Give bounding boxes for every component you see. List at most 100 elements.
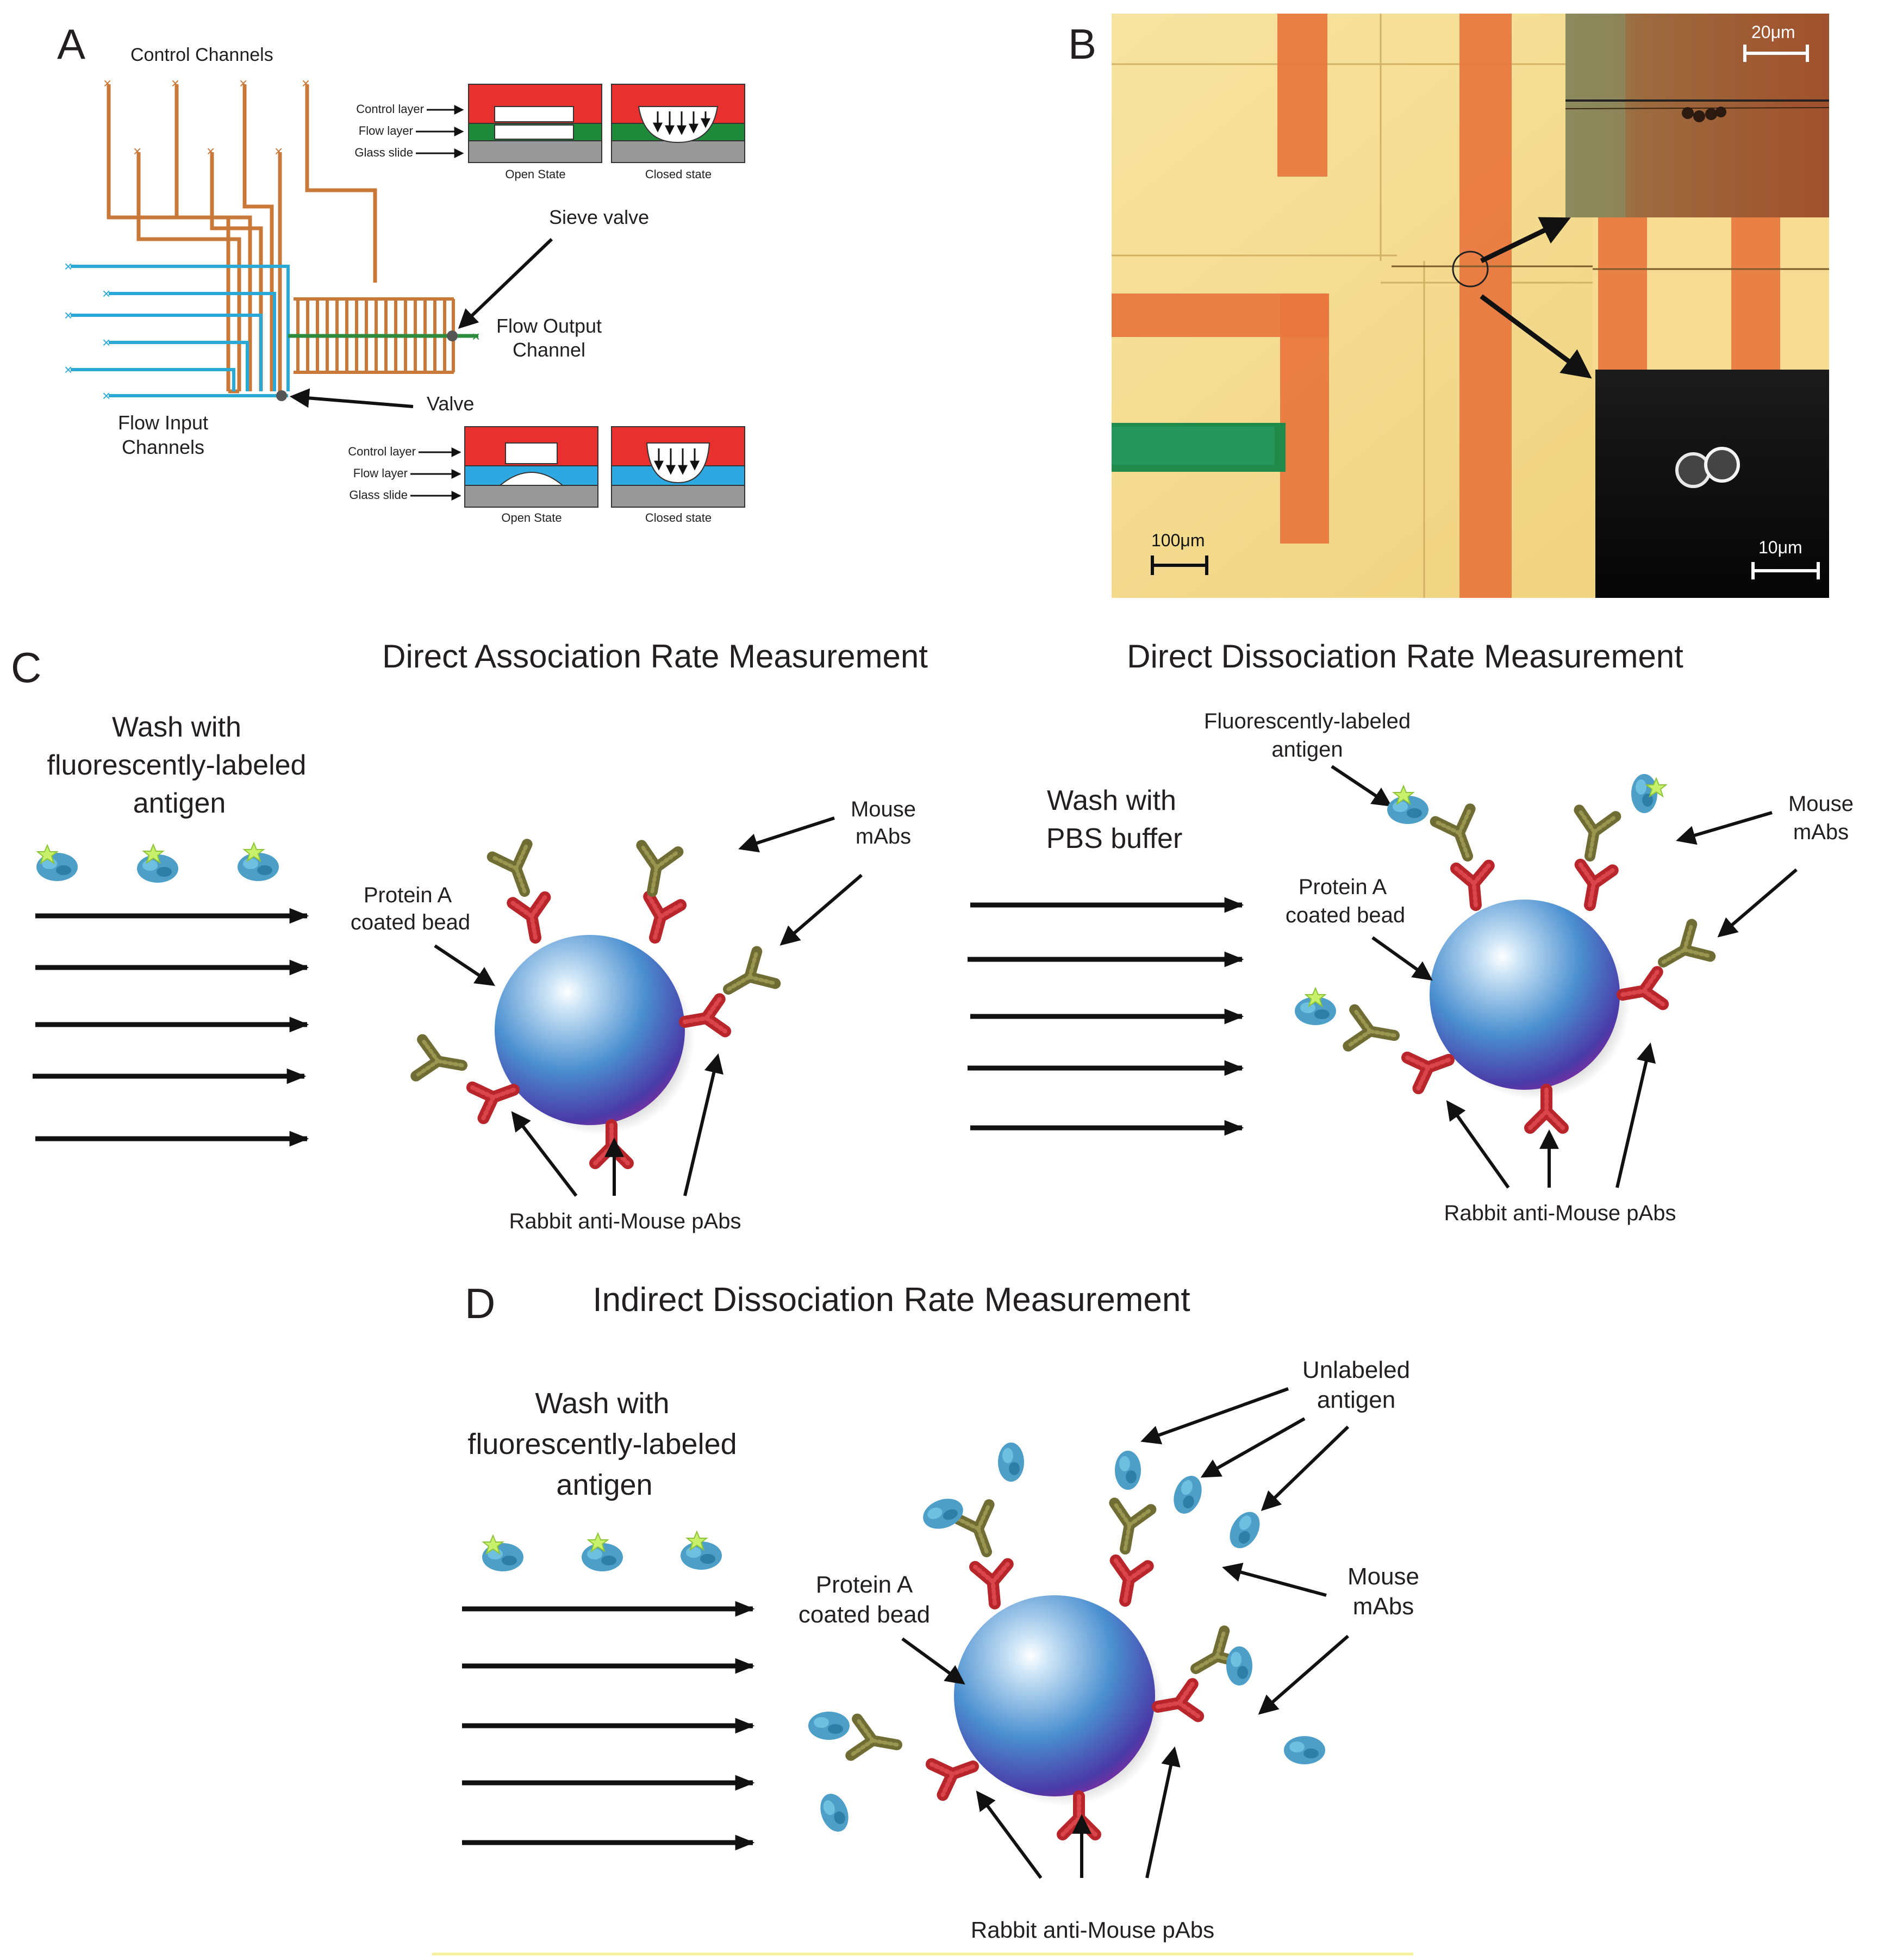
antibody-icon [416, 1040, 465, 1084]
antibody-icon [932, 1751, 978, 1795]
antigen-icon [919, 1493, 968, 1534]
valve-cross-section: Control layer Flow layer Glass slide Ope… [348, 426, 745, 525]
sieve-valve-cross-section: Control layer Flow layer Glass slide Ope… [354, 84, 745, 181]
dissoc-wash-line-2: PBS buffer [1046, 823, 1183, 854]
svg-text:×: × [64, 361, 72, 378]
dissoc-fluor-line-2: antigen [1271, 738, 1343, 761]
svg-text:×: × [64, 307, 72, 323]
bottom-inset-closed-state-label: Closed state [645, 511, 712, 525]
svg-text:×: × [102, 285, 110, 302]
svg-text:×: × [239, 75, 247, 91]
svg-text:×: × [207, 143, 215, 159]
dissoc-flow-arrows [968, 897, 1244, 1136]
control-channels-label: Control Channels [130, 45, 273, 65]
sieve-valve-dot [447, 330, 458, 341]
valve-arrow [289, 388, 414, 408]
panel-a-letter: A [57, 20, 85, 68]
indirect-protein-a-line-2: coated bead [798, 1601, 930, 1628]
indirect-wash-line-3: antigen [556, 1469, 652, 1501]
indirect-unlabeled-line-1: Unlabeled [1302, 1357, 1410, 1383]
indirect-flow-arrows [462, 1601, 755, 1851]
assoc-wash-line-1: Wash with [112, 711, 241, 743]
flow-output-port-marker: × [472, 328, 480, 345]
antibody-icon [975, 1564, 1011, 1605]
antibody-icon [492, 844, 542, 897]
control-channel-lines [107, 84, 377, 394]
indirect-mouse-line-2: mAbs [1353, 1593, 1414, 1620]
flow-output-label-2: Channel [513, 339, 585, 361]
antigen-icon [1224, 1506, 1266, 1554]
svg-text:×: × [171, 75, 179, 91]
panel-d-letter: D [465, 1279, 495, 1327]
bottom-inset-open-state-label: Open State [501, 511, 562, 525]
indirect-labeled-antigens [482, 1531, 722, 1571]
indirect-wash-line-2: fluorescently-labeled [467, 1428, 737, 1460]
antibody-icon [634, 845, 678, 895]
bead-icon [495, 935, 685, 1125]
antigen-icon [1284, 1736, 1325, 1764]
flow-output-label-1: Flow Output [496, 315, 602, 337]
indirect-bead-assembly [808, 1443, 1325, 1836]
indirect-protein-a-line-1: Protein A [816, 1571, 913, 1598]
antibody-icon [1107, 1503, 1151, 1552]
svg-text:×: × [102, 388, 110, 404]
antigen-icon [808, 1712, 850, 1740]
bottom-inset-glass-slide-label: Glass slide [349, 488, 408, 502]
indirect-wash-line-1: Wash with [535, 1387, 669, 1420]
indirect-title: Indirect Dissociation Rate Measurement [592, 1281, 1190, 1319]
flow-input-port-markers: × × × × × × [64, 258, 110, 404]
antibody-icon [1574, 865, 1612, 908]
panel-c-letter: C [11, 644, 41, 691]
svg-text:×: × [275, 143, 283, 159]
dissoc-rabbit-label: Rabbit anti-Mouse pAbs [1444, 1201, 1676, 1225]
antibody-icon [1348, 1010, 1398, 1054]
antibody-icon [513, 897, 551, 940]
dissoc-protein-a-line-2: coated bead [1286, 903, 1405, 927]
assoc-protein-a-line-1: Protein A [364, 883, 452, 907]
flow-input-channel-lines [71, 265, 290, 397]
assoc-wash-line-3: antigen [133, 788, 226, 819]
scale-bar-10um-label: 10μm [1758, 538, 1802, 557]
flow-input-label-1: Flow Input [118, 411, 208, 434]
top-inset-control-layer-label: Control layer [356, 102, 424, 116]
indirect-rabbit-label: Rabbit anti-Mouse pAbs [971, 1917, 1214, 1943]
antigen-icon [998, 1443, 1024, 1482]
svg-text:×: × [102, 334, 110, 351]
dissoc-title: Direct Dissociation Rate Measurement [1127, 638, 1683, 675]
dissoc-fluor-line-1: Fluorescently-labeled [1204, 709, 1411, 733]
dissoc-mouse-line-2: mAbs [1793, 820, 1849, 844]
antibody-icon [1456, 866, 1492, 907]
antibody-icon [1572, 810, 1616, 859]
dissoc-protein-a-line-1: Protein A [1299, 875, 1387, 899]
antibody-icon [639, 897, 681, 942]
antibody-icon [1407, 1045, 1454, 1088]
assoc-mouse-line-1: Mouse [851, 797, 916, 821]
svg-text:×: × [64, 258, 72, 274]
dissoc-wash-line-1: Wash with [1047, 785, 1176, 816]
bead-icon [1430, 900, 1620, 1090]
assoc-mouse-line-2: mAbs [856, 825, 911, 848]
valve-dot [276, 390, 287, 401]
scale-bar-100um-label: 100μm [1151, 530, 1205, 550]
antibody-icon [719, 952, 775, 1006]
svg-text:×: × [133, 143, 141, 159]
antigen-icon [815, 1789, 853, 1836]
control-port-markers: × × × × × × × [103, 75, 310, 159]
top-inset-closed-state-label: Closed state [645, 167, 712, 181]
panel-b-letter: B [1068, 20, 1096, 68]
svg-text:×: × [302, 75, 310, 91]
bottom-inset-flow-layer-label: Flow layer [353, 466, 408, 480]
antigen-icon [1226, 1646, 1252, 1686]
assoc-wash-line-2: fluorescently-labeled [47, 750, 307, 781]
sieve-valve-arrow [458, 238, 553, 329]
top-inset-glass-slide-label: Glass slide [354, 146, 413, 159]
assoc-labeled-antigens [36, 842, 279, 883]
assoc-protein-a-line-2: coated bead [351, 910, 470, 934]
antigen-icon [1169, 1471, 1207, 1518]
svg-text:×: × [103, 75, 111, 91]
flow-input-label-2: Channels [122, 436, 204, 458]
antibody-icon [1436, 809, 1485, 862]
assoc-bead-assembly [416, 844, 775, 1163]
assoc-title: Direct Association Rate Measurement [382, 638, 928, 675]
